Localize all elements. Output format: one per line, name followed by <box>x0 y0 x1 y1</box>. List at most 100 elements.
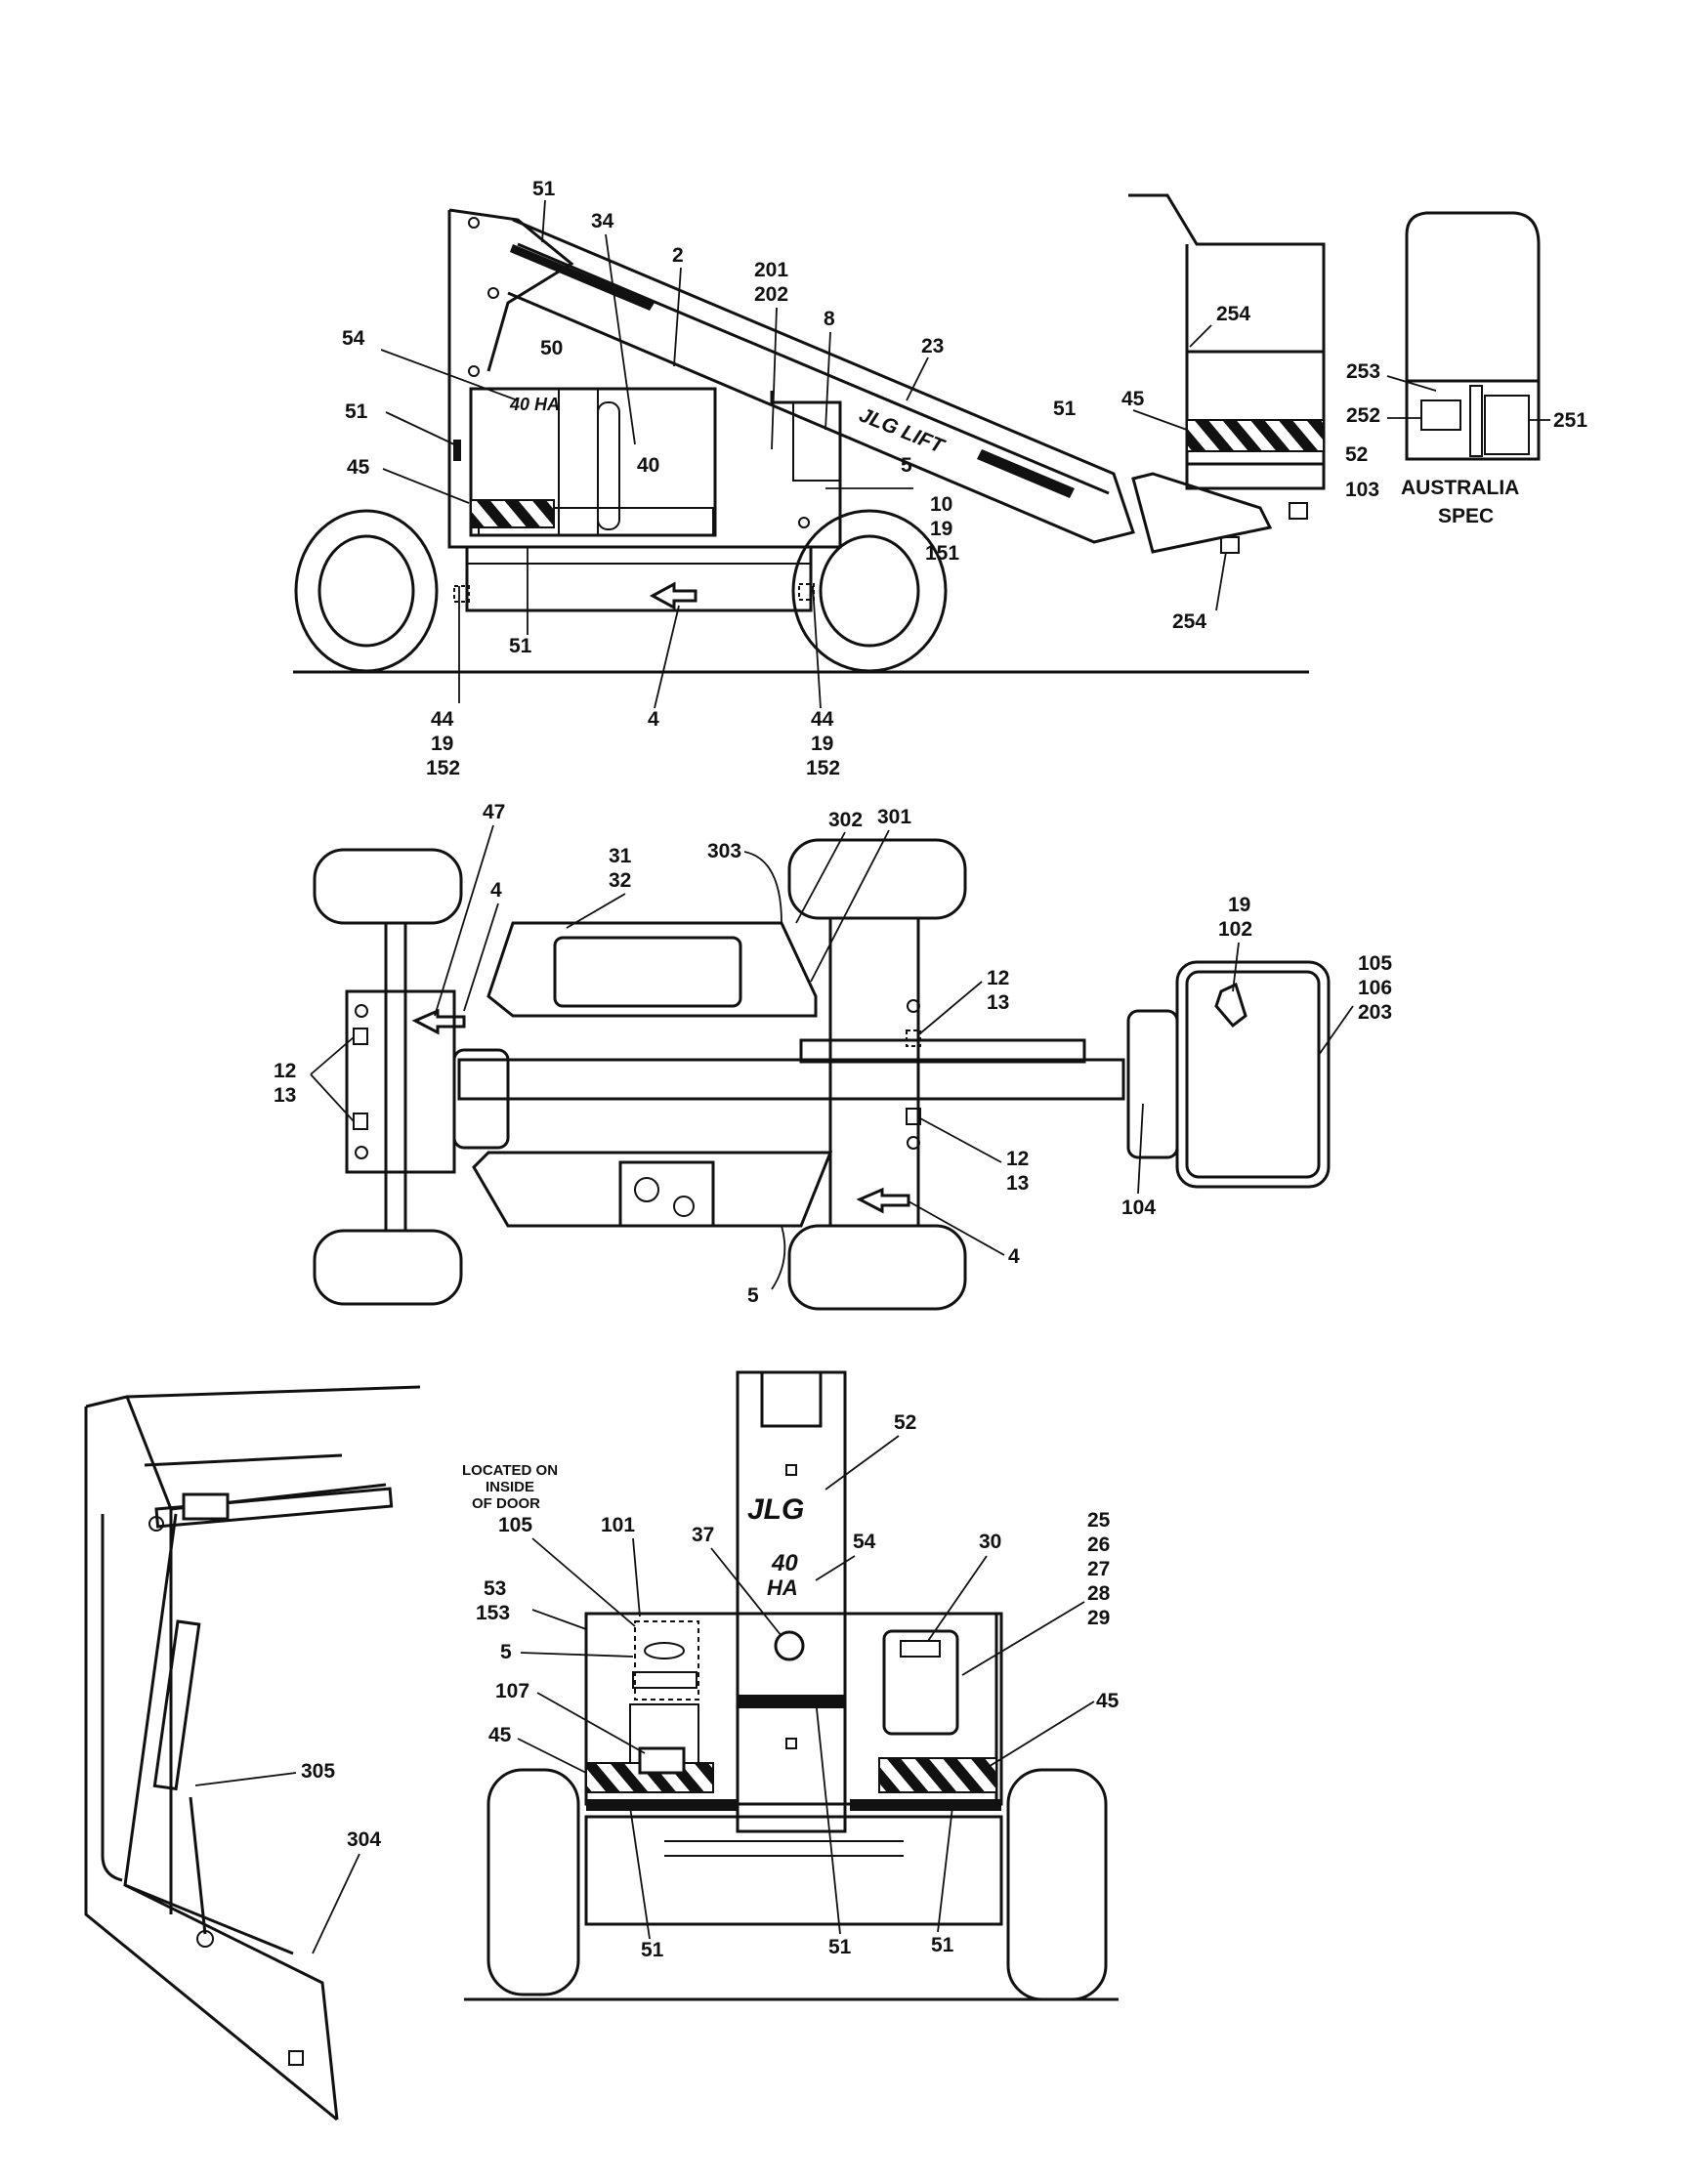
callout-label: 29 <box>1087 1607 1110 1629</box>
callout-label: 44 <box>811 708 834 731</box>
callout-label: 44 <box>431 708 454 731</box>
callout-label: 152 <box>806 757 840 779</box>
callout-label: 151 <box>925 542 959 565</box>
callout-label: 301 <box>877 806 911 828</box>
tire <box>313 848 463 925</box>
callout-label: 53 <box>484 1577 506 1600</box>
callout-label: 19 <box>811 733 833 755</box>
callout-label: 304 <box>347 1828 381 1851</box>
boom: JLG LIFT <box>507 218 1135 544</box>
callout-label: 27 <box>1087 1558 1110 1580</box>
callout-label: 152 <box>426 757 460 779</box>
callout-label: 302 <box>828 809 863 831</box>
callout-label: 5 <box>747 1284 759 1307</box>
callout-label: 254 <box>1172 610 1206 633</box>
seal-icon <box>774 1630 805 1661</box>
platform-basket <box>1128 193 1326 554</box>
callout-label: 45 <box>488 1724 512 1746</box>
rear-logo: JLG <box>747 1493 804 1526</box>
callout-label: 104 <box>1121 1197 1156 1219</box>
callout-label: 51 <box>641 1939 664 1961</box>
top-leaders <box>310 824 1354 1290</box>
callout-label: 51 <box>509 635 532 657</box>
callout-label: 45 <box>347 456 370 479</box>
callout-label: 106 <box>1358 977 1392 999</box>
callout-label: 12 <box>1006 1148 1029 1170</box>
callout-label: 105 <box>498 1514 532 1536</box>
callout-label: 105 <box>1358 952 1392 975</box>
callout-label: 4 <box>490 879 502 902</box>
callout-label: 13 <box>987 991 1009 1014</box>
callout-label: 51 <box>345 400 368 423</box>
note-text: OF DOOR <box>472 1495 540 1512</box>
callout-label: 10 <box>930 493 952 516</box>
boom-logo: JLG LIFT <box>856 403 949 458</box>
callout-label: 153 <box>476 1602 510 1624</box>
callout-label: 201 <box>754 259 788 281</box>
callout-label: 5 <box>500 1641 512 1663</box>
callout-label: 25 <box>1087 1509 1111 1532</box>
callout-label: 19 <box>1228 894 1250 916</box>
callout-label: 13 <box>1006 1172 1029 1195</box>
callout-label: 303 <box>707 840 741 862</box>
callout-label: 52 <box>1345 443 1368 466</box>
callout-label: 107 <box>495 1680 529 1702</box>
callout-label: 19 <box>431 733 453 755</box>
callout-label: 12 <box>274 1060 296 1082</box>
australia-caption: SPEC <box>1438 505 1494 527</box>
callout-label: 34 <box>591 210 614 232</box>
callout-label: 26 <box>1087 1533 1110 1556</box>
callout-label: 2 <box>672 244 684 267</box>
callout-label: 251 <box>1553 409 1587 432</box>
door-detail-view: 305 304 <box>84 1385 421 2121</box>
model-mark: 40 HA <box>509 395 560 414</box>
rear-model: HA <box>767 1575 798 1600</box>
callout-label: 4 <box>1008 1245 1020 1268</box>
callout-label: 50 <box>540 337 563 359</box>
callout-label: 5 <box>901 454 912 477</box>
callout-label: 51 <box>828 1936 852 1958</box>
top-view: 47 31 32 303 302 301 4 19 102 105 106 20… <box>274 801 1392 1311</box>
rear-view: JLG 40 HA LOCATED ON INSIDE OF DOOR 52 1… <box>462 1370 1120 2001</box>
callout-label: 305 <box>301 1760 335 1783</box>
rear-model: 40 <box>771 1550 798 1576</box>
callout-label: 8 <box>824 308 835 330</box>
callout-label: 252 <box>1346 404 1380 427</box>
tire <box>787 1224 967 1311</box>
chassis <box>465 545 813 612</box>
callout-label: 4 <box>648 708 659 731</box>
callout-label: 203 <box>1358 1001 1392 1024</box>
australia-caption: AUSTRALIA <box>1401 477 1519 499</box>
callout-label: 103 <box>1345 479 1379 501</box>
rear-leaders <box>517 1435 1095 1940</box>
left-tire <box>486 1768 580 1996</box>
callout-label: 32 <box>609 869 631 892</box>
right-tire <box>1006 1768 1108 2001</box>
callout-label: 51 <box>931 1934 954 1956</box>
callout-label: 54 <box>853 1531 876 1553</box>
callout-label: 52 <box>894 1411 916 1434</box>
callout-label: 45 <box>1096 1690 1120 1712</box>
callout-label: 13 <box>274 1084 296 1107</box>
callout-label: 102 <box>1218 918 1252 941</box>
front-wheel <box>791 509 948 673</box>
callout-label: 202 <box>754 283 788 306</box>
rear-wheel <box>294 509 439 673</box>
australia-spec-inset: 253 252 251 AUSTRALIA SPEC <box>1346 211 1587 527</box>
note-text: INSIDE <box>486 1479 534 1495</box>
svg-text:JLG LIFT: JLG LIFT <box>856 403 949 458</box>
callout-label: 54 <box>342 327 365 350</box>
side-leaders <box>380 199 1227 709</box>
callout-label: 30 <box>979 1531 1001 1553</box>
callout-label: 28 <box>1087 1582 1111 1605</box>
callout-label: 23 <box>921 335 944 357</box>
callout-label: 101 <box>601 1514 635 1536</box>
callout-label: 254 <box>1216 303 1250 325</box>
callout-label: 45 <box>1121 388 1145 410</box>
callout-label: 12 <box>987 967 1009 989</box>
callout-label: 51 <box>1053 398 1077 420</box>
callout-label: 253 <box>1346 360 1380 383</box>
tire <box>313 1229 463 1306</box>
callout-label: 19 <box>930 518 952 540</box>
